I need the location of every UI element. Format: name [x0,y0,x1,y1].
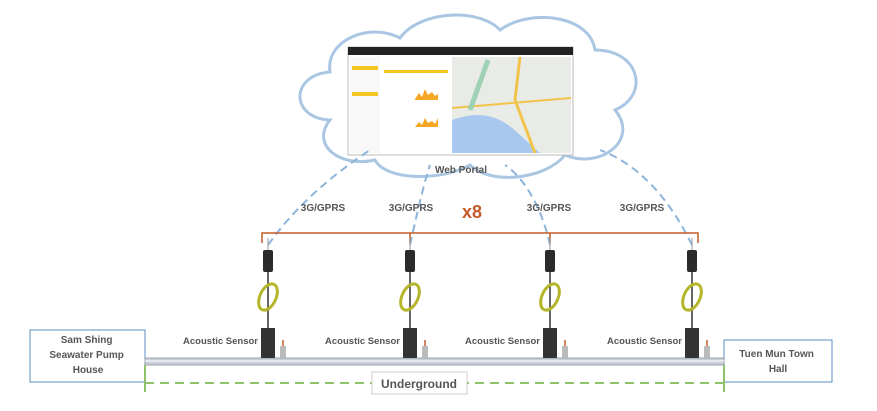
wireless-links [267,149,693,246]
left-endpoint-box [29,329,146,383]
wireless-link-1 [267,149,371,246]
acoustic-sensor-unit [539,238,568,358]
link-label-2: 3G/GPRS [389,203,434,214]
pipeline [144,357,725,366]
wireless-link-2 [409,164,431,246]
sensor-group-bracket [261,232,699,243]
wireless-link-3 [504,164,551,246]
acoustic-sensor-unit [681,238,710,358]
underground-boundary [144,365,725,395]
acoustic-sensor-unit [399,238,428,358]
multiplier-label: x8 [462,202,482,222]
link-label-3: 3G/GPRS [527,203,572,214]
web-portal-screenshot [347,46,574,156]
acoustic-sensor-unit [257,238,286,358]
link-label-1: 3G/GPRS [301,203,346,214]
acoustic-sensor-label: Acoustic Sensor [465,336,540,347]
web-portal-label: Web Portal [435,165,487,176]
right-endpoint-label: Tuen Mun Town Hall [739,349,816,375]
link-label-4: 3G/GPRS [620,203,665,214]
acoustic-sensor-label: Acoustic Sensor [325,336,400,347]
left-endpoint-label: Sam Shing Seawater Pump House [49,335,126,376]
acoustic-sensor-label: Acoustic Sensor [607,336,682,347]
right-endpoint-box [723,339,833,383]
acoustic-sensor-label: Acoustic Sensor [183,336,258,347]
underground-label: Underground [381,377,457,391]
wireless-link-4 [599,149,693,246]
